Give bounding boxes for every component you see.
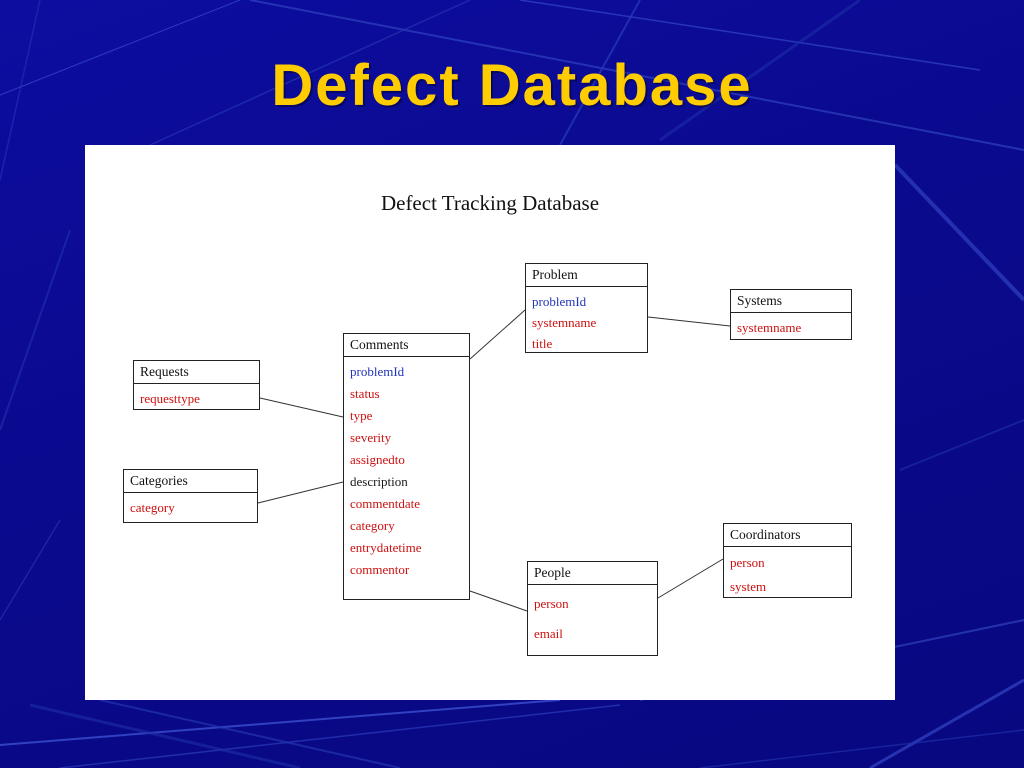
field-systemname: systemname (532, 315, 597, 330)
field-title: title (532, 336, 553, 351)
entity-people-name: People (528, 562, 657, 585)
field-category-2: category (350, 518, 395, 533)
entity-requests: Requests requesttype (133, 360, 260, 410)
entity-comments-name: Comments (344, 334, 469, 357)
field-assignedto: assignedto (350, 452, 405, 467)
entity-systems: Systems systemname (730, 289, 852, 340)
diagram-panel: Defect Tracking Database Requests reques… (85, 145, 895, 700)
field-severity: severity (350, 430, 392, 445)
entity-problem-fields: problemId systemname title (526, 287, 647, 354)
entity-categories-name: Categories (124, 470, 257, 493)
field-commentdate: commentdate (350, 496, 421, 511)
entity-coordinators-name: Coordinators (724, 524, 851, 547)
entity-coordinators: Coordinators person system (723, 523, 852, 598)
entity-systems-name: Systems (731, 290, 851, 313)
connector-requests-comments (259, 397, 344, 418)
field-system: system (730, 579, 767, 594)
field-type: type (350, 408, 373, 423)
entity-comments: Comments problemId status type severity … (343, 333, 470, 600)
connector-lines (257, 309, 731, 612)
entity-problem: Problem problemId systemname title (525, 263, 648, 353)
field-person: person (534, 596, 569, 611)
field-description: description (350, 474, 408, 489)
entity-comments-fields: problemId status type severity assignedt… (344, 357, 469, 581)
entity-categories-fields: category (124, 493, 257, 518)
entity-systems-fields: systemname (731, 313, 851, 338)
entity-people-fields: person email (528, 585, 657, 649)
field-entrydatetime: entrydatetime (350, 540, 422, 555)
entity-requests-name: Requests (134, 361, 259, 384)
field-email: email (534, 626, 563, 641)
entity-coordinators-fields: person system (724, 547, 851, 599)
entity-requests-fields: requesttype (134, 384, 259, 409)
connector-comments-problem (469, 309, 526, 360)
connector-categories-comments (257, 481, 344, 504)
connector-comments-people (469, 590, 528, 612)
slide-title: Defect Database (271, 53, 753, 118)
field-status: status (350, 386, 380, 401)
diagram-title: Defect Tracking Database (380, 191, 600, 215)
connector-problem-systems (647, 316, 731, 327)
field-person-2: person (730, 555, 765, 570)
field-problemid-pk: problemId (532, 294, 587, 309)
field-problemid: problemId (350, 364, 405, 379)
field-category: category (130, 500, 175, 515)
entity-categories: Categories category (123, 469, 258, 523)
entity-people: People person email (527, 561, 658, 656)
field-requesttype: requesttype (140, 391, 200, 406)
entity-problem-name: Problem (526, 264, 647, 287)
field-systemname-2: systemname (737, 320, 802, 335)
field-commentor: commentor (350, 562, 410, 577)
connector-people-coordinators (657, 558, 724, 599)
